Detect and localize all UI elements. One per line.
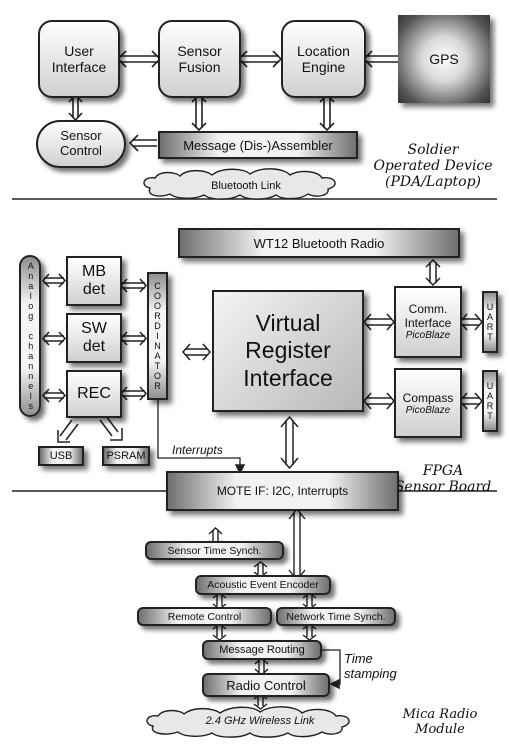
- user-interface-label: User Interface: [51, 42, 107, 75]
- bluetooth-cloud-shape: [143, 168, 336, 200]
- sensor-time-sync-box: Sensor Time Synch.: [145, 541, 284, 560]
- interrupts-label: Interrupts: [172, 443, 223, 457]
- uart-box-1: UART: [482, 291, 498, 353]
- gps-label: GPS: [429, 51, 459, 67]
- network-time-sync-label: Network Time Synch.: [286, 610, 386, 623]
- sensor-time-sync-label: Sensor Time Synch.: [167, 544, 262, 557]
- analog-channels-label: Analog channels: [25, 261, 36, 411]
- sw-det-box: SW det: [66, 313, 122, 363]
- rec-box: REC: [66, 370, 122, 418]
- message-routing-label: Message Routing: [219, 644, 305, 656]
- user-interface-box: User Interface: [38, 20, 120, 98]
- sensor-fusion-label: Sensor Fusion: [177, 42, 222, 75]
- virtual-register-interface-box: Virtual Register Interface: [212, 290, 364, 412]
- comm-interface-label: Comm. Interface: [404, 301, 452, 330]
- wt12-bluetooth-radio-box: WT12 Bluetooth Radio: [178, 228, 460, 258]
- uart2-label: UART: [485, 381, 495, 421]
- coordinator-label: COORDINATOR: [152, 281, 163, 391]
- acoustic-event-encoder-box: Acoustic Event Encoder: [195, 575, 331, 595]
- compass-picoblaze-label: PicoBlaze: [405, 404, 451, 416]
- compass-box: Compass PicoBlaze: [394, 368, 462, 438]
- soldier-device-caption: Soldier Operated Device (PDA/Laptop): [373, 142, 493, 191]
- compass-label: Compass: [402, 390, 454, 405]
- comm-interface-box: Comm. Interface PicoBlaze: [394, 286, 462, 358]
- message-assembler-box: Message (Dis-)Assembler: [158, 131, 358, 159]
- bluetooth-link-label: Bluetooth Link: [211, 180, 281, 192]
- uart-box-2: UART: [482, 370, 498, 432]
- mica-radio-module-caption: Mica Radio Module: [402, 707, 478, 737]
- wireless-cloud-shape: [146, 706, 350, 738]
- comm-picoblaze-label: PicoBlaze: [405, 330, 451, 342]
- message-routing-box: Message Routing: [202, 640, 322, 660]
- remote-control-box: Remote Control: [137, 607, 272, 626]
- radio-control-label: Radio Control: [226, 677, 306, 693]
- double-arrows-top: [68, 50, 398, 152]
- sensor-control-label: Sensor Control: [60, 128, 102, 158]
- wireless-link-label: 2.4 GHz Wireless Link: [205, 715, 315, 727]
- usb-box: USB: [38, 446, 84, 466]
- double-arrows-fpga: [41, 258, 483, 470]
- gps-box: GPS: [398, 15, 490, 103]
- mote-if-box: MOTE IF: I2C, Interrupts: [166, 471, 399, 511]
- interrupts-arrow: [157, 398, 246, 475]
- usb-label: USB: [49, 450, 73, 462]
- psram-box: PSRAM: [102, 446, 150, 466]
- sw-det-label: SW det: [81, 319, 107, 355]
- fpga-sensor-board-caption: FPGA Sensor Board: [394, 463, 492, 496]
- acoustic-encoder-label: Acoustic Event Encoder: [207, 579, 319, 591]
- double-arrows-mote: [208, 507, 317, 710]
- network-time-sync-box: Network Time Synch.: [276, 607, 396, 626]
- uart1-label: UART: [485, 302, 495, 342]
- time-stamping-label: Time stamping: [344, 651, 397, 681]
- location-engine-box: Location Engine: [281, 20, 366, 98]
- sensor-fusion-box: Sensor Fusion: [158, 20, 241, 98]
- vri-label: Virtual Register Interface: [243, 309, 333, 391]
- location-engine-label: Location Engine: [297, 42, 350, 75]
- coordinator-box: COORDINATOR: [147, 272, 168, 400]
- time-stamping-bracket: [322, 649, 341, 690]
- message-assembler-label: Message (Dis-)Assembler: [183, 137, 333, 153]
- mb-det-box: MB det: [66, 256, 122, 306]
- remote-control-label: Remote Control: [167, 610, 242, 623]
- mote-if-label: MOTE IF: I2C, Interrupts: [216, 484, 349, 498]
- psram-label: PSRAM: [106, 450, 146, 462]
- radio-control-box: Radio Control: [202, 673, 330, 697]
- mb-det-label: MB det: [82, 262, 106, 298]
- analog-channels-box: Analog channels: [19, 255, 41, 417]
- sensor-control-box: Sensor Control: [36, 120, 126, 168]
- wt12-label: WT12 Bluetooth Radio: [253, 235, 385, 251]
- rec-label: REC: [77, 385, 111, 402]
